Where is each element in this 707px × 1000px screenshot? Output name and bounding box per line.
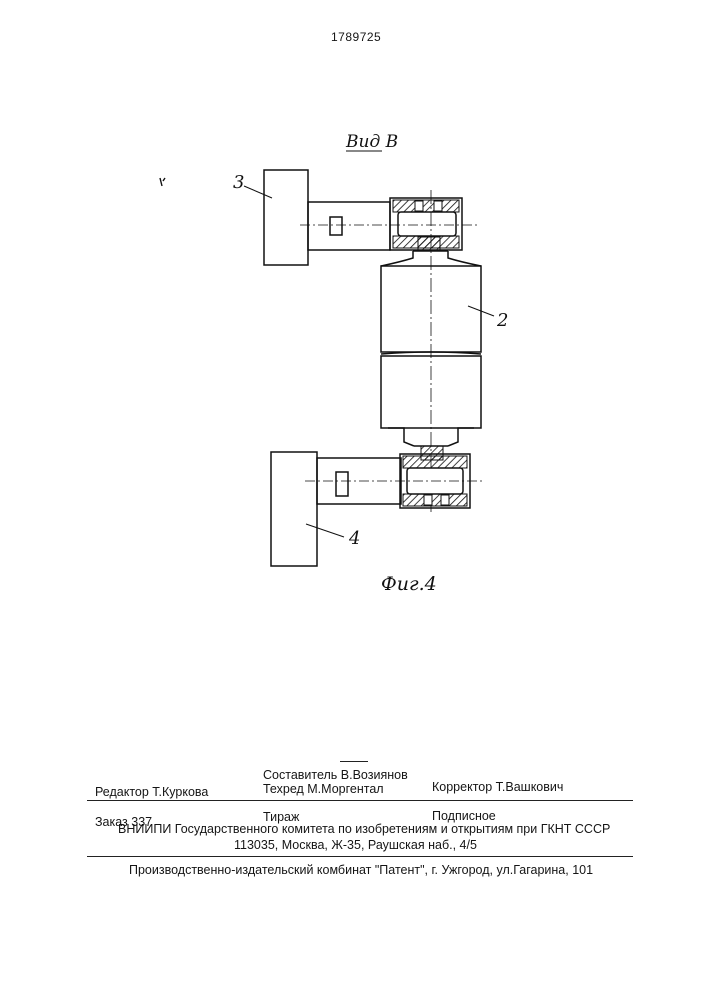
upper-shaft-housing	[308, 202, 390, 250]
publisher-line: Производственно-издательский комбинат "П…	[129, 863, 593, 877]
upper-motor-block	[264, 170, 308, 265]
lower-motor-block	[271, 452, 317, 566]
part-label-3: 3	[233, 172, 244, 193]
compiler-line: Составитель В.Возиянов	[263, 768, 408, 782]
imprint-rule-1	[87, 800, 633, 801]
figure-caption: Фиг.4	[381, 573, 437, 595]
part-label-2: 2	[496, 310, 508, 331]
upper-nut	[330, 217, 342, 235]
view-label: Вид В	[345, 132, 398, 152]
editor-line: Редактор Т.Куркова	[95, 785, 208, 799]
institute-line: ВНИИПИ Государственного комитета по изоб…	[118, 822, 610, 836]
imprint-top-dash	[340, 761, 368, 762]
technical-drawing: Вид В	[0, 0, 707, 640]
leader-line-4	[306, 524, 344, 537]
lower-nut	[336, 472, 348, 496]
imprint-rule-2	[87, 856, 633, 857]
part-label-4: 4	[348, 528, 360, 549]
leader-line-3	[244, 186, 272, 198]
techeditor-line: Техред М.Моргентал	[263, 782, 384, 796]
subscription-line: Подписное	[432, 809, 496, 823]
corrector-line: Корректор Т.Вашкович	[432, 780, 563, 794]
lower-drive-unit	[271, 446, 470, 566]
stray-mark	[160, 178, 165, 186]
address-line: 113035, Москва, Ж-35, Раушская наб., 4/5	[234, 838, 477, 852]
